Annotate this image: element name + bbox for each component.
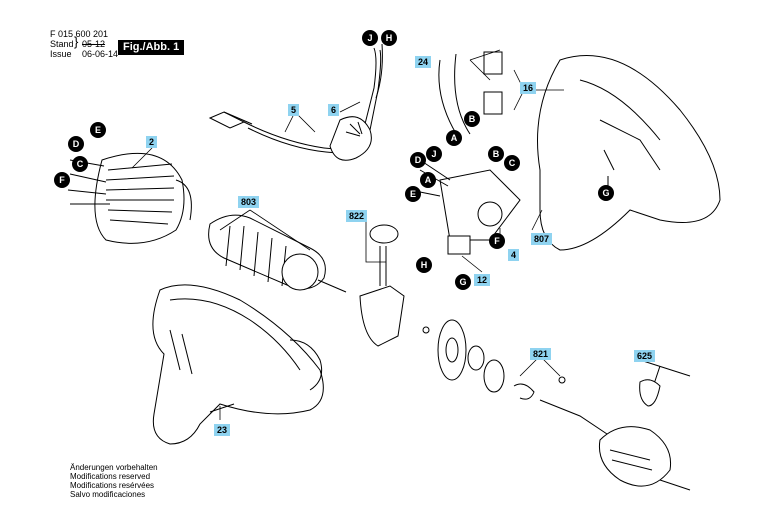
part-callout-821: 821 bbox=[530, 348, 552, 360]
part-callout-807: 807 bbox=[531, 233, 553, 245]
field-coil-drawing bbox=[67, 152, 192, 244]
document-number: F 015 600 201 bbox=[50, 29, 109, 39]
part-callout-822: 822 bbox=[346, 210, 368, 222]
gear-train-drawing bbox=[422, 319, 611, 437]
figure-label: Fig./Abb. 1 bbox=[118, 40, 185, 55]
rear-housing-drawing bbox=[537, 55, 721, 251]
stand-issue-brace: } bbox=[74, 34, 79, 49]
brush-holder-drawing bbox=[438, 51, 503, 141]
footer-line-en: Modifications reserved bbox=[70, 472, 151, 481]
connector-c-left: C bbox=[72, 156, 88, 172]
part-callout-625: 625 bbox=[634, 350, 656, 362]
footer-line-de: Änderungen vorbehalten bbox=[70, 463, 158, 472]
part-callout-12: 12 bbox=[474, 274, 491, 286]
footer-notice: Änderungen vorbehalten Modifications res… bbox=[70, 463, 158, 499]
connector-b-top: B bbox=[464, 111, 480, 127]
connector-d-left: D bbox=[68, 136, 84, 152]
connector-c-right: C bbox=[504, 155, 520, 171]
footer-line-fr: Modifications resérvées bbox=[70, 481, 155, 490]
connector-j-top: J bbox=[362, 30, 378, 46]
part-callout-6: 6 bbox=[328, 104, 340, 116]
connector-e-right: E bbox=[405, 186, 421, 202]
issue-label: Issue bbox=[50, 49, 72, 59]
connector-g-bottom: G bbox=[455, 274, 471, 290]
connector-a-top: A bbox=[446, 130, 462, 146]
connector-f-left: F bbox=[54, 172, 70, 188]
stand-label: Stand bbox=[50, 39, 74, 49]
footer-line-es: Salvo modificaciones bbox=[70, 490, 146, 499]
part-callout-16: 16 bbox=[520, 82, 537, 94]
issue-value: 06-06-14 bbox=[82, 49, 119, 59]
connector-h-top: H bbox=[381, 30, 397, 46]
part-callout-24: 24 bbox=[415, 56, 432, 68]
drill-housing-drawing bbox=[152, 284, 324, 445]
part-callout-803: 803 bbox=[238, 196, 260, 208]
part-callout-23: 23 bbox=[214, 424, 231, 436]
armature-drawing bbox=[208, 214, 347, 293]
connector-h-bottom: H bbox=[416, 257, 432, 273]
chuck-drawing bbox=[598, 359, 691, 491]
part-callout-4: 4 bbox=[508, 249, 520, 261]
switch-drawing bbox=[409, 159, 521, 255]
connector-e-left: E bbox=[90, 122, 106, 138]
connector-g-right: G bbox=[598, 185, 614, 201]
connector-a-right: A bbox=[420, 172, 436, 188]
connector-d-right: D bbox=[410, 152, 426, 168]
part-callout-2: 2 bbox=[146, 136, 158, 148]
bracket-drawing bbox=[359, 224, 405, 347]
power-cord-drawing bbox=[208, 43, 383, 161]
connector-b-right: B bbox=[488, 146, 504, 162]
connector-f-right: F bbox=[489, 233, 505, 249]
stand-value: 05-12 bbox=[82, 39, 106, 49]
part-callout-5: 5 bbox=[288, 104, 300, 116]
connector-j-right: J bbox=[426, 146, 442, 162]
